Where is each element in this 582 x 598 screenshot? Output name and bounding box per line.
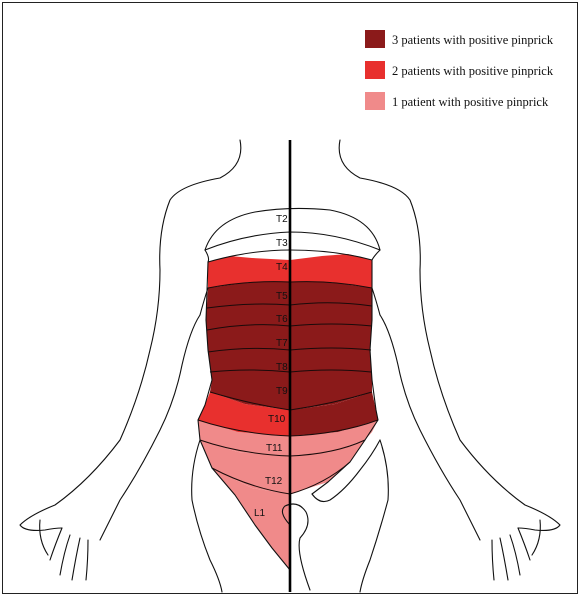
legend-swatch-2-patients [365, 61, 385, 79]
label-t9: T9 [276, 386, 288, 397]
label-t6: T6 [276, 314, 288, 325]
label-t5: T5 [276, 291, 288, 302]
label-t7: T7 [276, 338, 288, 349]
legend-swatch-3-patients [365, 30, 385, 48]
legend-swatch-1-patient [365, 92, 385, 110]
label-t4: T4 [276, 262, 288, 273]
legend-label-1-patient: 1 patient with positive pinprick [392, 95, 549, 109]
label-t2: T2 [276, 214, 288, 225]
label-t10: T10 [268, 414, 286, 425]
legend-label-2-patients: 2 patients with positive pinprick [392, 64, 554, 78]
label-t3: T3 [276, 238, 288, 249]
legend-label-3-patients: 3 patients with positive pinprick [392, 33, 554, 47]
label-t8: T8 [276, 362, 288, 373]
label-t12: T12 [265, 476, 283, 487]
label-t11: T11 [266, 443, 283, 454]
legend: 3 patients with positive pinprick 2 pati… [365, 30, 554, 110]
label-l1: L1 [254, 508, 266, 519]
